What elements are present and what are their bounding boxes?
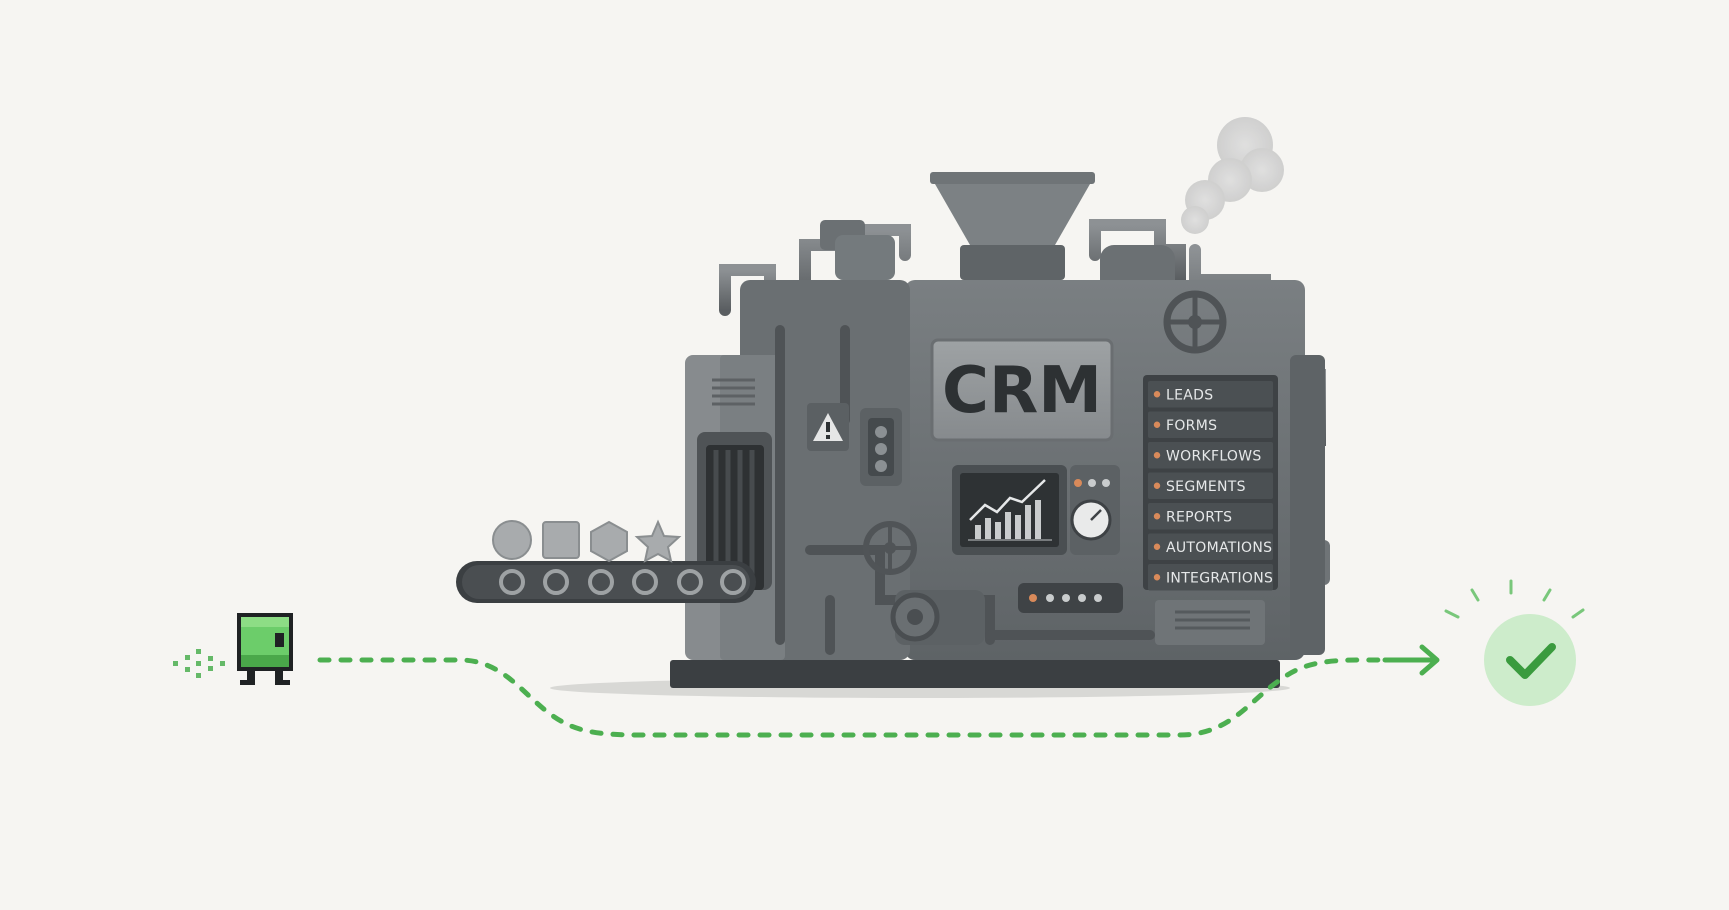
crm-title: CRM bbox=[942, 354, 1102, 428]
module-row-bg bbox=[1148, 564, 1273, 591]
module-item-segments: SEGMENTS bbox=[1148, 472, 1273, 499]
hexagon-shape-icon bbox=[590, 520, 628, 563]
module-bullet-icon bbox=[1153, 391, 1161, 398]
conveyor-belt bbox=[456, 561, 756, 603]
module-item-automations: AUTOMATIONS bbox=[1148, 533, 1273, 560]
module-row-bg bbox=[1148, 411, 1273, 438]
circle-shape-icon bbox=[492, 520, 532, 560]
intake-opening bbox=[697, 432, 772, 590]
module-list-panel: LEADS FORMS WORKFLOWS SEGMENTS REPORTS AUTOMA… bbox=[1143, 375, 1278, 591]
check-circle-icon bbox=[1444, 579, 1585, 706]
hopper-funnel bbox=[930, 172, 1095, 280]
module-bullet-icon bbox=[1153, 421, 1161, 428]
indicator-light-strip bbox=[1018, 583, 1123, 613]
chart-screen bbox=[952, 465, 1067, 555]
valve-wheel-small-icon bbox=[863, 521, 917, 575]
arrow-right-icon bbox=[1382, 644, 1440, 676]
motion-trail bbox=[173, 649, 225, 678]
input-shapes bbox=[492, 519, 682, 563]
module-bullet-icon bbox=[1153, 574, 1161, 581]
module-label: REPORTS bbox=[1166, 509, 1232, 525]
vent-grille bbox=[712, 378, 755, 406]
module-item-forms: FORMS bbox=[1148, 411, 1273, 438]
square-shape-icon bbox=[542, 521, 580, 559]
module-row-bg bbox=[1148, 503, 1273, 530]
module-bullet-icon bbox=[1153, 482, 1161, 489]
right-ledge bbox=[1290, 355, 1325, 655]
module-item-workflows: WORKFLOWS bbox=[1148, 442, 1273, 469]
pipe-valve-left bbox=[820, 220, 895, 280]
module-label: SEGMENTS bbox=[1166, 479, 1246, 495]
smoke-cloud bbox=[1181, 117, 1284, 234]
dial-panel bbox=[1070, 465, 1120, 555]
journey-path bbox=[317, 657, 1433, 738]
module-bullet-icon bbox=[1153, 543, 1161, 550]
machine-base bbox=[670, 660, 1280, 688]
module-label: WORKFLOWS bbox=[1166, 448, 1262, 464]
crm-nameplate: CRM bbox=[930, 338, 1114, 442]
pixel-character-icon bbox=[237, 613, 293, 685]
module-label: AUTOMATIONS bbox=[1166, 540, 1272, 556]
module-label: FORMS bbox=[1166, 418, 1217, 434]
module-row-bg bbox=[1148, 533, 1273, 560]
module-item-integrations: INTEGRATIONS bbox=[1148, 564, 1273, 591]
module-row-bg bbox=[1148, 381, 1273, 408]
module-bullet-icon bbox=[1153, 452, 1161, 459]
module-bullet-icon bbox=[1153, 513, 1161, 520]
module-item-reports: REPORTS bbox=[1148, 503, 1273, 530]
star-shape-icon bbox=[634, 519, 682, 563]
module-label: INTEGRATIONS bbox=[1166, 570, 1273, 586]
module-row-bg bbox=[1148, 472, 1273, 499]
motor-cylinder bbox=[890, 590, 985, 645]
module-label: LEADS bbox=[1166, 387, 1213, 403]
module-item-leads: LEADS bbox=[1148, 381, 1273, 408]
module-row-bg bbox=[1148, 442, 1273, 469]
vent-lower-right bbox=[1155, 600, 1265, 645]
valve-wheel-large-icon bbox=[1163, 290, 1227, 354]
body-pipes bbox=[775, 325, 1155, 655]
warning-sign-icon bbox=[807, 403, 849, 451]
gauge-cluster bbox=[860, 408, 902, 486]
